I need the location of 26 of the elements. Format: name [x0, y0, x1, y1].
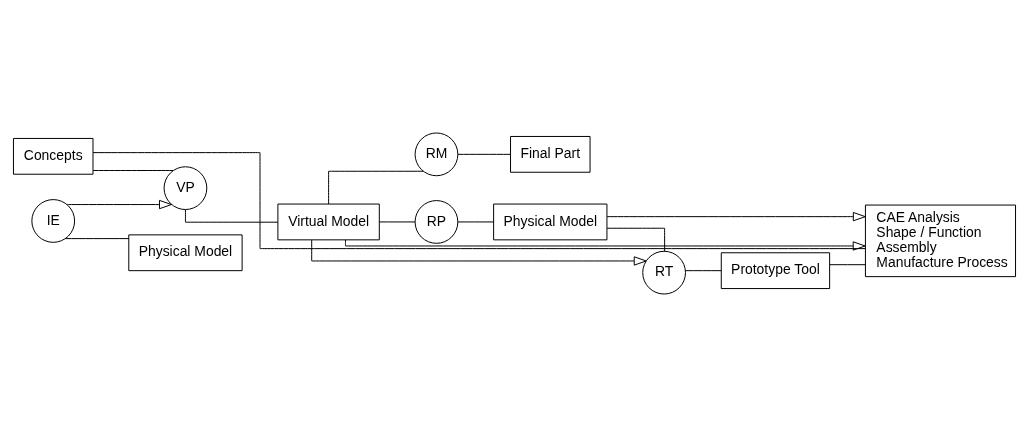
node-circle: RP [414, 200, 459, 244]
connector [328, 170, 424, 205]
connector [829, 264, 866, 266]
connector [92, 170, 174, 171]
connector [457, 153, 511, 155]
node-box: Virtual Model [277, 203, 380, 241]
arrow [606, 212, 866, 222]
arrow [311, 239, 647, 266]
connector [685, 270, 722, 272]
connector [606, 227, 666, 252]
node-circle: VP [163, 166, 208, 210]
connector [64, 238, 130, 240]
node-box: Final Part [510, 135, 591, 173]
node-circle: IE [31, 199, 76, 243]
node-box: Prototype Tool [720, 252, 831, 290]
node-circle: RM [414, 132, 459, 177]
node-circle: RT [642, 250, 686, 295]
arrow [345, 239, 866, 251]
arrow [66, 199, 172, 210]
node-box: Concepts [12, 137, 94, 175]
connector [92, 152, 866, 250]
node-box: CAE Analysis Shape / Function Assembly Manufacture Process [864, 204, 1017, 278]
node-box: Physical Model [128, 234, 243, 272]
connector [457, 221, 494, 223]
connector [378, 221, 416, 223]
node-box: Physical Model [493, 203, 608, 241]
